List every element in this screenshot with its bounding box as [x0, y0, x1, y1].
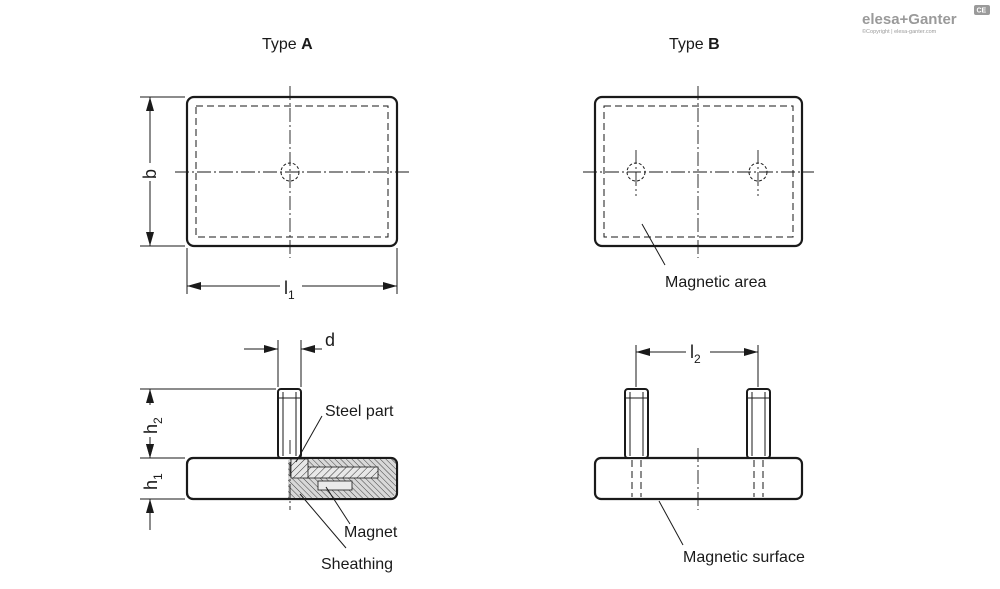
type-a-side-view: d h2 h1 Steel part Magnet Sheathing [138, 330, 399, 573]
brand-name: elesa+Ganter [862, 11, 957, 28]
type-a-magnetic-area [195, 105, 389, 238]
type-b-top-view: Magnetic area [583, 86, 814, 291]
ce-mark-text: CE [977, 8, 987, 15]
type-b-left-stud [624, 388, 649, 459]
type-b-base-outline [593, 456, 804, 501]
magnetic-area-leader [641, 223, 666, 266]
magnetic-surface-label: Magnetic surface [683, 549, 805, 566]
l1-arrow-left [187, 282, 201, 290]
type-b-right-stud [746, 388, 771, 459]
type-a-top-view: b l1 [140, 86, 410, 302]
magnet-section [317, 480, 353, 491]
type-b-title: Type B [669, 36, 720, 53]
type-a-stud [277, 388, 302, 459]
copyright-text: ©Copyright | elesa-ganter.com [862, 28, 937, 35]
h1-arrow-bottom [146, 499, 154, 513]
b-label: b [140, 169, 160, 179]
h2-arrow-top [146, 389, 154, 403]
l2-arrow-left [636, 348, 650, 356]
magnet-leader [325, 486, 351, 525]
type-b-plate-outline [593, 95, 804, 248]
h1-arrow-top [146, 444, 154, 458]
steel-plate-section [305, 466, 379, 479]
h2-label: h2 [141, 417, 165, 434]
l1-arrow-right [383, 282, 397, 290]
l2-label: l2 [690, 342, 701, 366]
d-arrow-left [264, 345, 278, 353]
type-a-plate-outline [185, 95, 399, 248]
l1-label-bg [280, 276, 302, 298]
h2-label-bg [138, 405, 160, 437]
ce-mark-icon [974, 5, 990, 15]
type-b-side-view: l2 Magnetic surface [593, 341, 805, 566]
l1-label: l1 [284, 278, 295, 302]
d-arrow-right [301, 345, 315, 353]
b-arrow-top [146, 97, 154, 111]
magnetic-surface-leader [658, 500, 684, 546]
type-a-stud-hole [280, 162, 300, 182]
brand-logo: elesa+Ganter ©Copyright | elesa-ganter.c… [862, 5, 990, 35]
b-label-bg [140, 163, 160, 181]
magnet-label: Magnet [344, 524, 398, 541]
h1-label-bg [138, 462, 160, 494]
l2-arrow-right [744, 348, 758, 356]
magnetic-area-label: Magnetic area [665, 274, 766, 291]
steel-part-label: Steel part [325, 403, 394, 420]
l2-label-bg [686, 341, 710, 363]
type-b-magnetic-area [603, 105, 794, 238]
type-b-left-stud-hole [626, 162, 646, 182]
h1-label: h1 [141, 473, 165, 490]
sheathing-label: Sheathing [321, 556, 393, 573]
b-arrow-bottom [146, 232, 154, 246]
type-a-title: Type A [262, 36, 313, 53]
sheathing-leader [299, 493, 347, 549]
type-b-right-stud-hole [748, 162, 768, 182]
d-label: d [325, 330, 335, 350]
steel-part-leader [295, 415, 323, 463]
steel-part-core [290, 458, 309, 479]
